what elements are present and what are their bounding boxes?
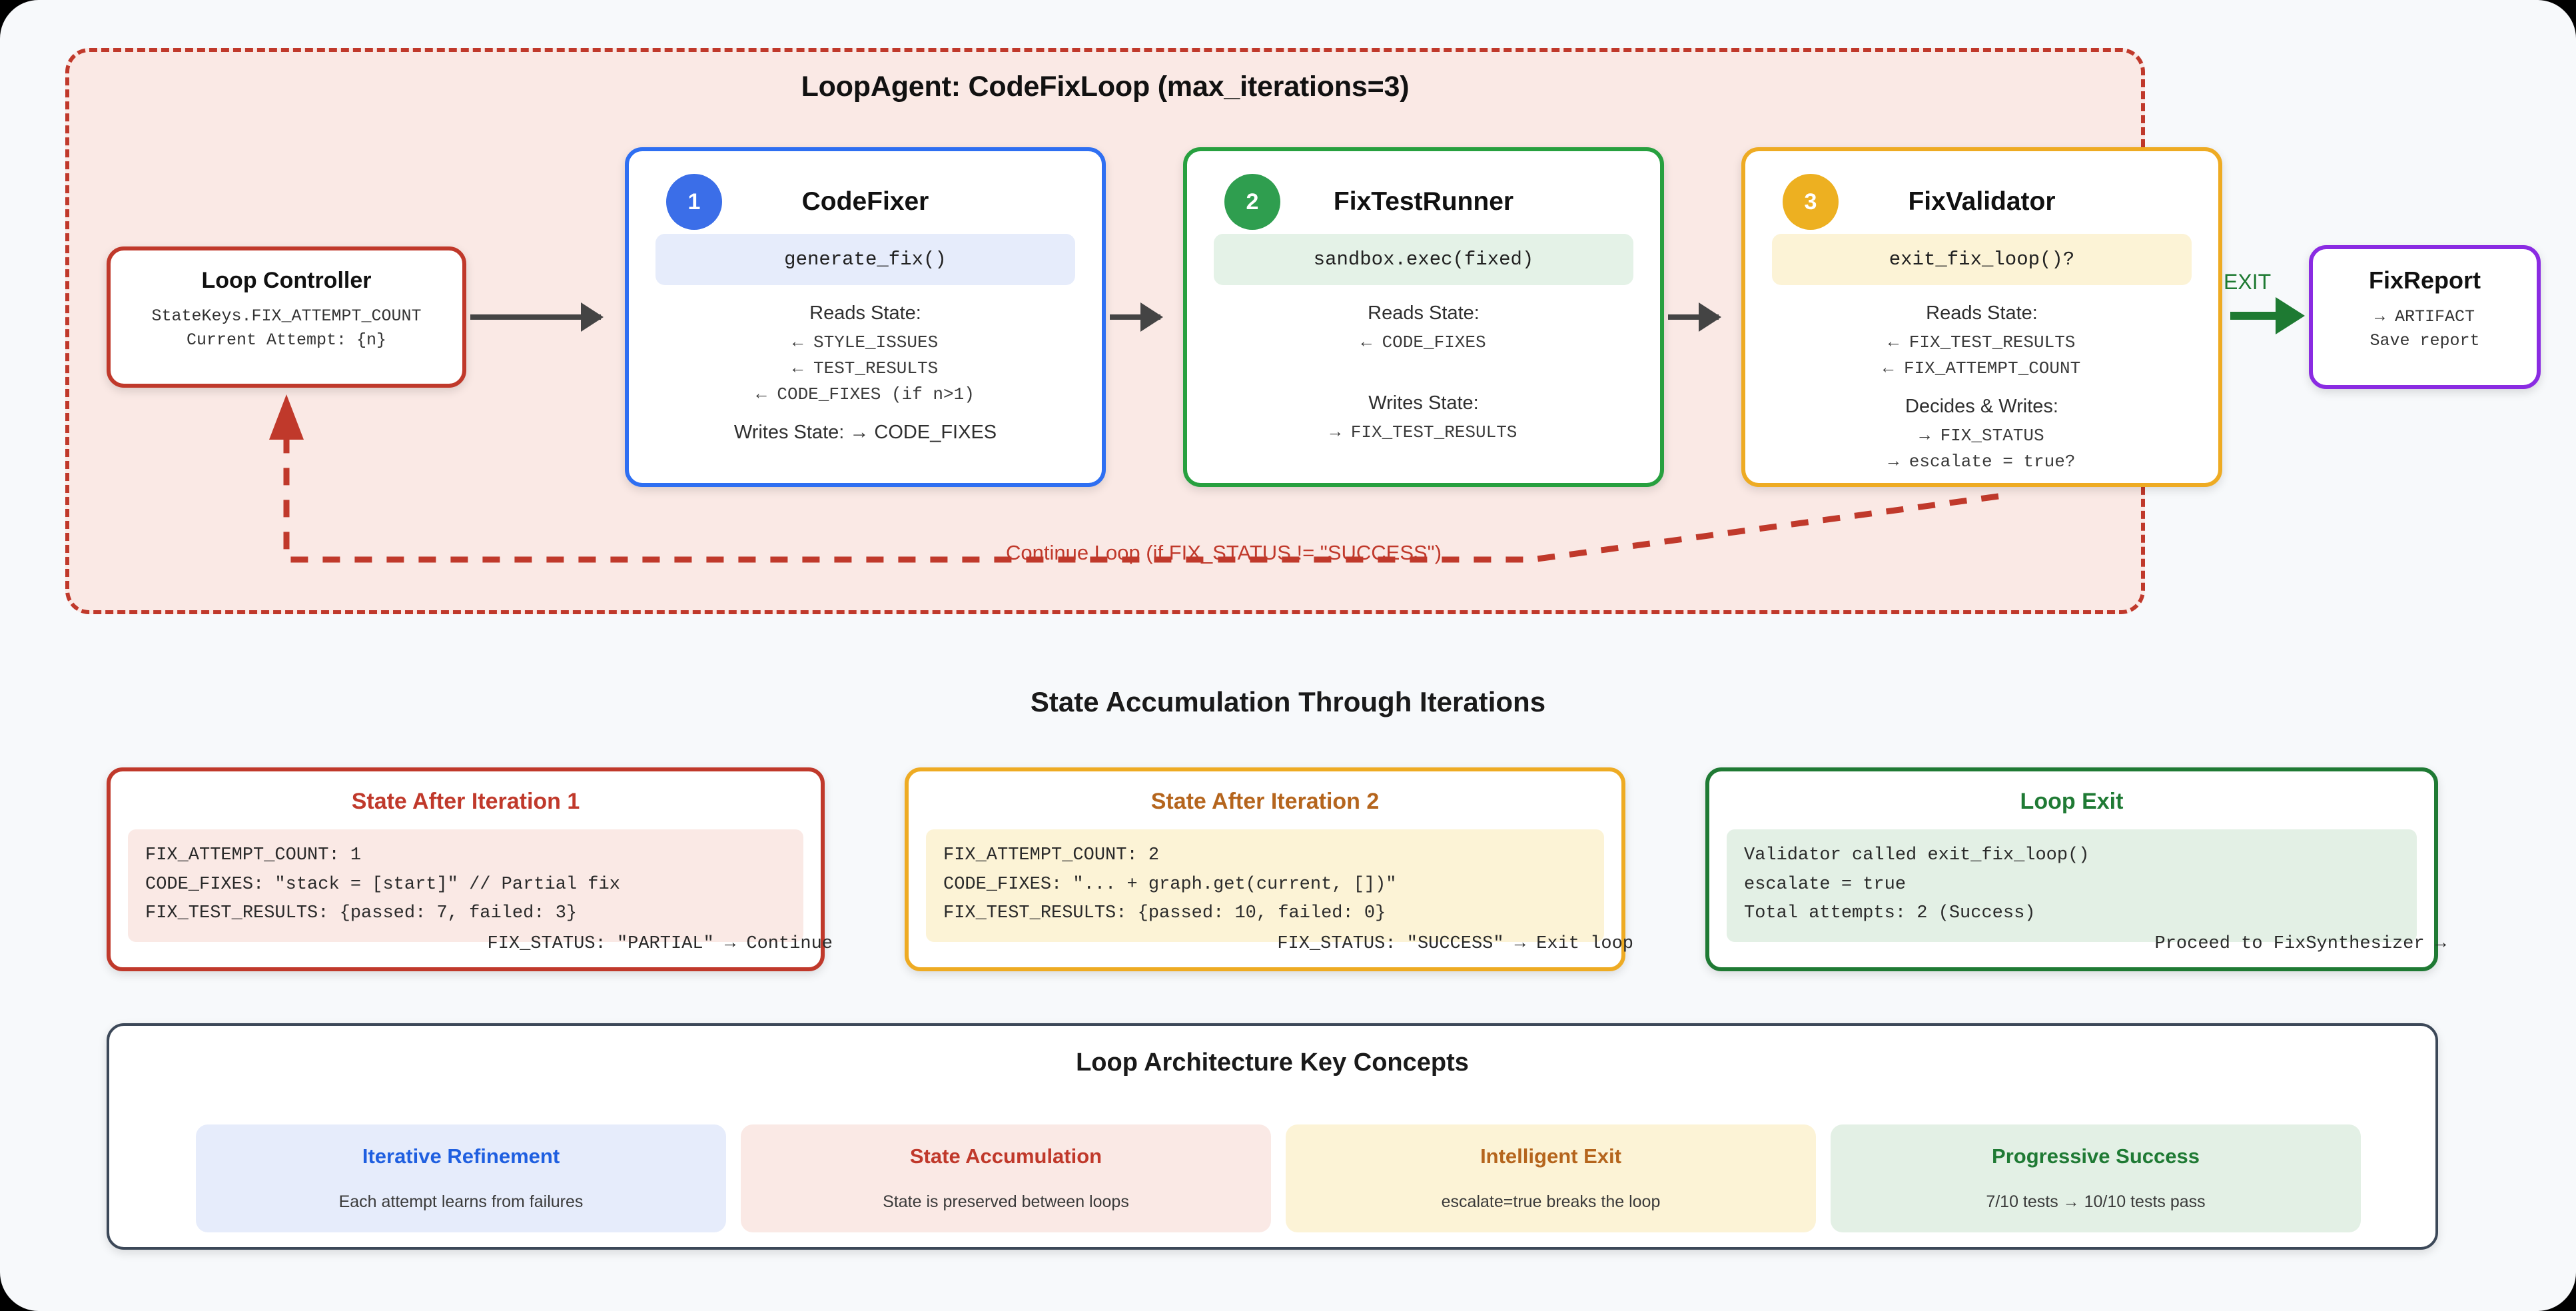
concept-state-accumulation: State Accumulation State is preserved be…	[741, 1124, 1271, 1232]
concept-title: Progressive Success	[1992, 1144, 2200, 1168]
reads-state-label: Reads State:	[809, 302, 921, 324]
state-card-line: FIX_ATTEMPT_COUNT: 2	[943, 845, 1160, 865]
concept-subtitle: escalate=true breaks the loop	[1441, 1192, 1661, 1211]
loop-controller-title: Loop Controller	[201, 268, 372, 293]
reads-state-item: ← CODE_FIXES (if n>1)	[756, 384, 975, 404]
writes-state-item-escalate: → escalate = true?	[1888, 452, 2076, 472]
agent-header: 2 FixTestRunner	[1207, 170, 1640, 231]
reads-state-label: Reads State:	[1926, 302, 2038, 324]
writes-state-label: Writes State: → CODE_FIXES	[733, 422, 997, 443]
fix-report-save: Save report	[2369, 331, 2480, 351]
state-card-line: FIX_TEST_RESULTS: {passed: 7, failed: 3}	[145, 903, 578, 924]
continue-loop-label: Continue Loop (if FIX_STATUS != "SUCCESS…	[1006, 541, 1442, 564]
state-card-footer: FIX_STATUS: "SUCCESS" → Exit loop	[1277, 934, 1633, 954]
state-card-title: State After Iteration 2	[1150, 789, 1380, 814]
fix-report-title: FixReport	[2368, 266, 2481, 294]
concept-title: State Accumulation	[909, 1144, 1102, 1168]
concept-intelligent-exit: Intelligent Exit escalate=true breaks th…	[1286, 1124, 1816, 1232]
agent-card-codefixer: 1 CodeFixer generate_fix() Reads State: …	[625, 147, 1106, 487]
reads-state-item: ← TEST_RESULTS	[792, 358, 939, 378]
state-card-iteration-2: State After Iteration 2 FIX_ATTEMPT_COUN…	[905, 767, 1633, 971]
state-card-title: Loop Exit	[2020, 789, 2124, 814]
state-card-footer: Proceed to FixSynthesizer →	[2154, 934, 2446, 954]
state-card-line: FIX_TEST_RESULTS: {passed: 10, failed: 0…	[943, 903, 1386, 924]
state-card-footer: FIX_STATUS: "PARTIAL" → Continue	[487, 934, 833, 954]
state-card-line: Validator called exit_fix_loop()	[1744, 845, 2090, 865]
state-card-line: CODE_FIXES: "stack = [start]" // Partial…	[145, 874, 620, 895]
reads-state-label: Reads State:	[1368, 302, 1480, 324]
spacer	[1207, 352, 1640, 375]
state-card-iteration-1: State After Iteration 1 FIX_ATTEMPT_COUN…	[107, 767, 833, 971]
agent-card-fixvalidator: 3 FixValidator exit_fix_loop()? Reads St…	[1741, 147, 2222, 487]
writes-state-item: → FIX_TEST_RESULTS	[1330, 422, 1517, 442]
state-card-line: Total attempts: 2 (Success)	[1744, 903, 2036, 924]
agent-name-fixvalidator: FixValidator	[1908, 187, 2056, 216]
loop-title: LoopAgent: CodeFixLoop (max_iterations=3…	[801, 71, 1410, 103]
step-badge-3: 3	[1783, 174, 1839, 230]
reads-state-item: ← CODE_FIXES	[1361, 332, 1486, 352]
loop-controller-attempt: Current Attempt: {n}	[186, 330, 387, 350]
concept-subtitle: State is preserved between loops	[883, 1192, 1129, 1211]
reads-state-item: ← STYLE_ISSUES	[792, 332, 939, 352]
agent-method-chip: exit_fix_loop()?	[1772, 234, 2192, 285]
agent-method-chip: sandbox.exec(fixed)	[1214, 234, 1633, 285]
arrow-codefixer-to-fixtestrunner	[1110, 302, 1163, 332]
concept-title: Iterative Refinement	[362, 1144, 560, 1168]
state-card-line: escalate = true	[1744, 874, 1907, 895]
concept-title: Intelligent Exit	[1480, 1144, 1621, 1168]
agent-header: 3 FixValidator	[1765, 170, 2198, 231]
state-card-body: FIX_ATTEMPT_COUNT: 2 CODE_FIXES: "... + …	[926, 829, 1604, 943]
state-card-body: Validator called exit_fix_loop() escalat…	[1727, 829, 2417, 943]
fix-report-card: FixReport → ARTIFACT Save report	[2309, 245, 2541, 389]
concept-progressive-success: Progressive Success 7/10 tests → 10/10 t…	[1831, 1124, 2361, 1232]
decides-writes-label: Decides & Writes:	[1905, 396, 2058, 417]
step-badge-2: 2	[1224, 174, 1280, 230]
state-card-body: FIX_ATTEMPT_COUNT: 1 CODE_FIXES: "stack …	[128, 829, 803, 943]
agent-method-chip: generate_fix()	[655, 234, 1075, 285]
agent-header: 1 CodeFixer	[649, 170, 1082, 231]
concept-subtitle: 7/10 tests → 10/10 tests pass	[1986, 1192, 2206, 1211]
arrow-controller-to-codefixer	[470, 302, 604, 332]
loop-controller-card: Loop Controller StateKeys.FIX_ATTEMPT_CO…	[107, 246, 466, 388]
state-card-title: State After Iteration 1	[351, 789, 580, 814]
agent-name-codefixer: CodeFixer	[801, 187, 929, 216]
reads-state-item: ← FIX_ATTEMPT_COUNT	[1883, 358, 2081, 378]
state-section-heading: State Accumulation Through Iterations	[1030, 686, 1546, 717]
writes-state-item: → FIX_STATUS	[1919, 426, 2044, 446]
writes-state-label: Writes State:	[1368, 392, 1479, 414]
step-badge-1: 1	[666, 174, 722, 230]
loop-controller-statekey: StateKeys.FIX_ATTEMPT_COUNT	[151, 306, 422, 326]
reads-state-item: ← FIX_TEST_RESULTS	[1888, 332, 2076, 352]
exit-label: EXIT	[2224, 270, 2272, 294]
state-card-line: CODE_FIXES: "... + graph.get(current, []…	[943, 874, 1397, 895]
agent-card-fixtestrunner: 2 FixTestRunner sandbox.exec(fixed) Read…	[1183, 147, 1664, 487]
arrow-exit-to-fixreport	[2230, 297, 2305, 334]
state-card-loop-exit: Loop Exit Validator called exit_fix_loop…	[1705, 767, 2446, 971]
concept-subtitle: Each attempt learns from failures	[338, 1192, 584, 1211]
state-card-line: FIX_ATTEMPT_COUNT: 1	[145, 845, 362, 865]
fix-report-artifact: → ARTIFACT	[2374, 307, 2475, 326]
key-concepts-title: Loop Architecture Key Concepts	[1076, 1049, 1469, 1077]
agent-name-fixtestrunner: FixTestRunner	[1333, 187, 1514, 216]
key-concepts-row: Iterative Refinement Each attempt learns…	[196, 1124, 2361, 1232]
concept-iterative-refinement: Iterative Refinement Each attempt learns…	[196, 1124, 726, 1232]
arrow-fixtestrunner-to-fixvalidator	[1668, 302, 1721, 332]
key-concepts-panel: Loop Architecture Key Concepts Iterative…	[107, 1023, 2438, 1250]
